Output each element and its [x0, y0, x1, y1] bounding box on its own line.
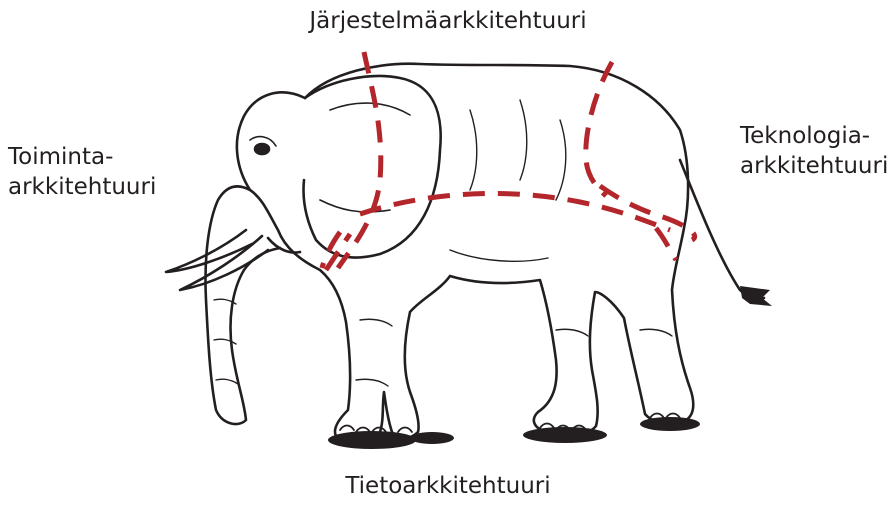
- elephant-ear-fold: [320, 103, 410, 212]
- elephant-wrinkles: [214, 100, 672, 386]
- elephant-drawing: [166, 64, 772, 449]
- divider-tail-base: [656, 228, 676, 260]
- elephant-body-outline: [305, 64, 693, 440]
- elephant-tail-tuft: [740, 286, 772, 306]
- shadow-front-left: [328, 431, 416, 449]
- architecture-dividers: [322, 52, 695, 270]
- divider-head-body: [338, 52, 381, 268]
- divider-belly-line: [360, 193, 670, 230]
- elephant-tail: [680, 160, 764, 299]
- divider-rear-body: [586, 62, 612, 196]
- elephant-eye: [255, 144, 269, 154]
